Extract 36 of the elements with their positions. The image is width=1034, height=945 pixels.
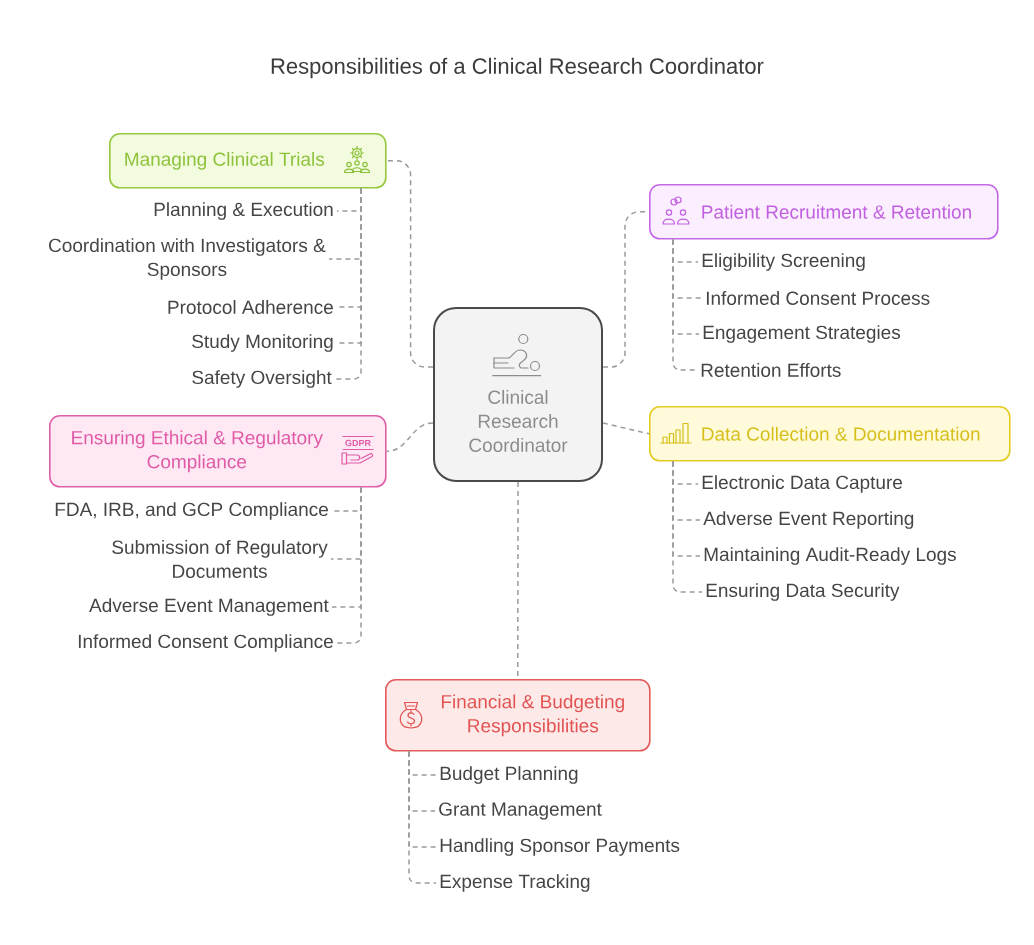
item-label: Study Monitoring	[192, 334, 333, 352]
item-label: FDA, IRB, and GCP Compliance	[55, 502, 328, 520]
item-label: Informed Consent Process	[706, 291, 930, 305]
dashed-connector	[672, 238, 698, 371]
item-label: Submission of Regulatory Documents	[112, 540, 328, 578]
category-box: Financial & Budgeting Responsibilities	[385, 679, 651, 752]
dashed-connector	[334, 187, 362, 380]
item-label: Handling Sponsor Payments	[440, 838, 680, 856]
item-label: Adverse Event Management	[89, 598, 329, 616]
item-label: Coordination with Investigators & Sponsors	[49, 238, 326, 280]
dashed-connector	[408, 750, 437, 884]
item-label: Eligibility Screening	[702, 253, 865, 271]
item-label: Grant Management	[439, 802, 602, 820]
item-label: Expense Tracking	[440, 874, 590, 892]
dashed-connector	[385, 422, 434, 453]
item-label: Safety Oversight	[192, 370, 332, 388]
item-label: Retention Efforts	[701, 363, 841, 377]
dashed-connector	[385, 160, 434, 368]
title: Responsibilities of a Clinical Research Coordinator	[271, 57, 764, 79]
category-box: Patient Recruitment & Retention	[649, 184, 999, 240]
dashed-connector	[602, 422, 650, 435]
item-label: Maintaining Audit-Ready Logs	[704, 547, 956, 565]
item-label: Ensuring Data Security	[706, 583, 900, 601]
item-label: Adverse Event Reporting	[703, 511, 914, 529]
item-label: Protocol Adherence	[168, 300, 333, 314]
icon-text: GDPR	[345, 439, 371, 447]
category-box: Managing Clinical Trials	[109, 133, 387, 189]
category-box: Data Collection & Documentation	[649, 406, 1011, 462]
item-label: Engagement Strategies	[703, 325, 901, 343]
item-label: Informed Consent Compliance	[78, 634, 333, 652]
item-label: Budget Planning	[440, 766, 578, 784]
item-label: Electronic Data Capture	[702, 475, 903, 493]
topic-box: Clinical Research Coordinator	[433, 307, 603, 482]
dashed-connector	[336, 486, 362, 644]
dashed-connector	[672, 460, 703, 593]
item-label: Planning & Execution	[154, 202, 333, 220]
